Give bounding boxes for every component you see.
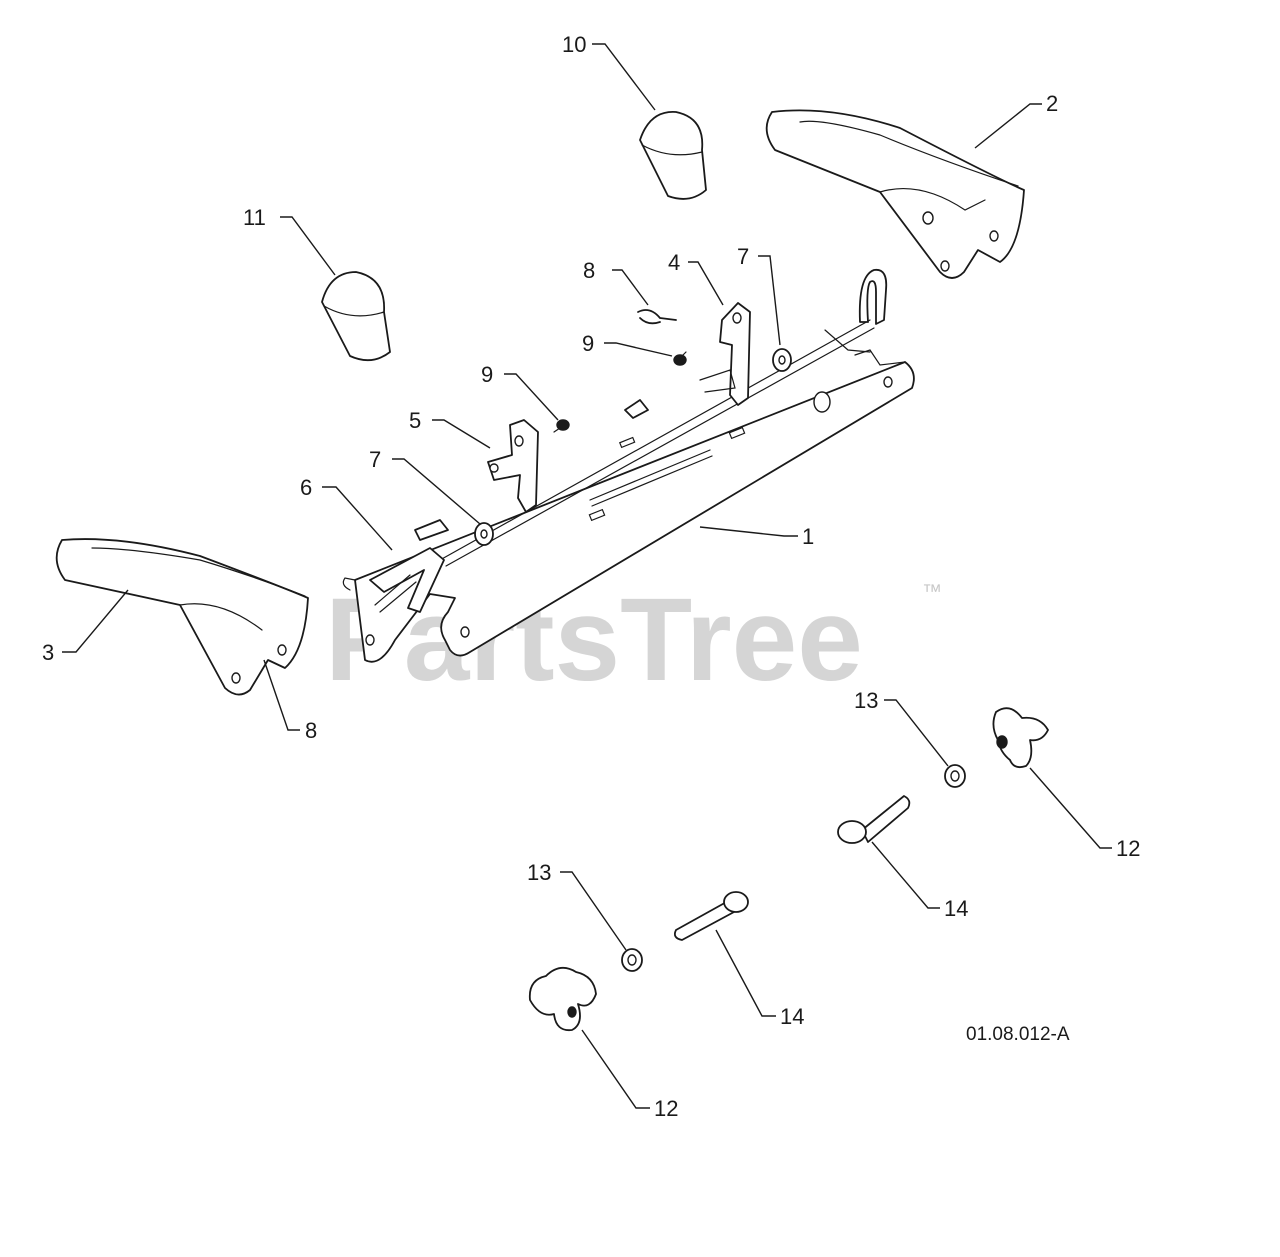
part-14-carriage-bolt-a <box>837 795 911 844</box>
callout-2: 2 <box>1046 91 1058 116</box>
callout-14-right: 14 <box>944 896 968 921</box>
drawing-code: 01.08.012-A <box>966 1024 1070 1045</box>
callout-8-bottom: 8 <box>305 718 317 743</box>
callout-1: 1 <box>802 524 814 549</box>
callout-4: 4 <box>668 250 680 275</box>
part-13-washer-a <box>944 764 966 788</box>
callout-13-right: 13 <box>854 688 878 713</box>
part-7-bushing-b <box>772 348 792 372</box>
watermark-trademark: ™ <box>922 581 942 603</box>
callout-6: 6 <box>300 475 312 500</box>
callout-5: 5 <box>409 408 421 433</box>
callout-9-upper: 9 <box>582 331 594 356</box>
part-7-bushing-a <box>474 522 494 546</box>
callout-12-left: 12 <box>654 1096 678 1121</box>
part-11-knob <box>321 271 391 362</box>
part-6-linkage <box>369 399 649 613</box>
callout-8-top: 8 <box>583 258 595 283</box>
callout-9-lower: 9 <box>481 362 493 387</box>
callout-12-right: 12 <box>1116 836 1140 861</box>
callout-11: 11 <box>243 205 266 230</box>
callout-13-left: 13 <box>527 860 551 885</box>
part-2-handle <box>765 109 1025 279</box>
part-4-bracket <box>699 302 751 406</box>
part-1-bracket-plate <box>342 349 915 663</box>
part-14-carriage-bolt-b <box>673 891 749 941</box>
part-5-bracket <box>487 419 539 513</box>
callout-7-right: 7 <box>737 244 749 269</box>
lever-shaft <box>439 268 888 567</box>
part-12-star-knob-b <box>528 966 597 1032</box>
callout-14-left: 14 <box>780 1004 804 1029</box>
part-13-washer-b <box>621 948 643 972</box>
part-8-clip-a <box>637 309 677 325</box>
callout-10: 10 <box>562 32 586 57</box>
part-12-star-knob-a <box>992 707 1049 769</box>
part-3-handle <box>55 538 309 696</box>
part-9-bolt-b <box>553 419 570 433</box>
part-10-knob <box>639 111 707 200</box>
part-9-bolt-a <box>673 351 687 366</box>
callout-3: 3 <box>42 640 54 665</box>
callout-7-left: 7 <box>369 447 381 472</box>
leader-lines <box>62 43 1112 1109</box>
